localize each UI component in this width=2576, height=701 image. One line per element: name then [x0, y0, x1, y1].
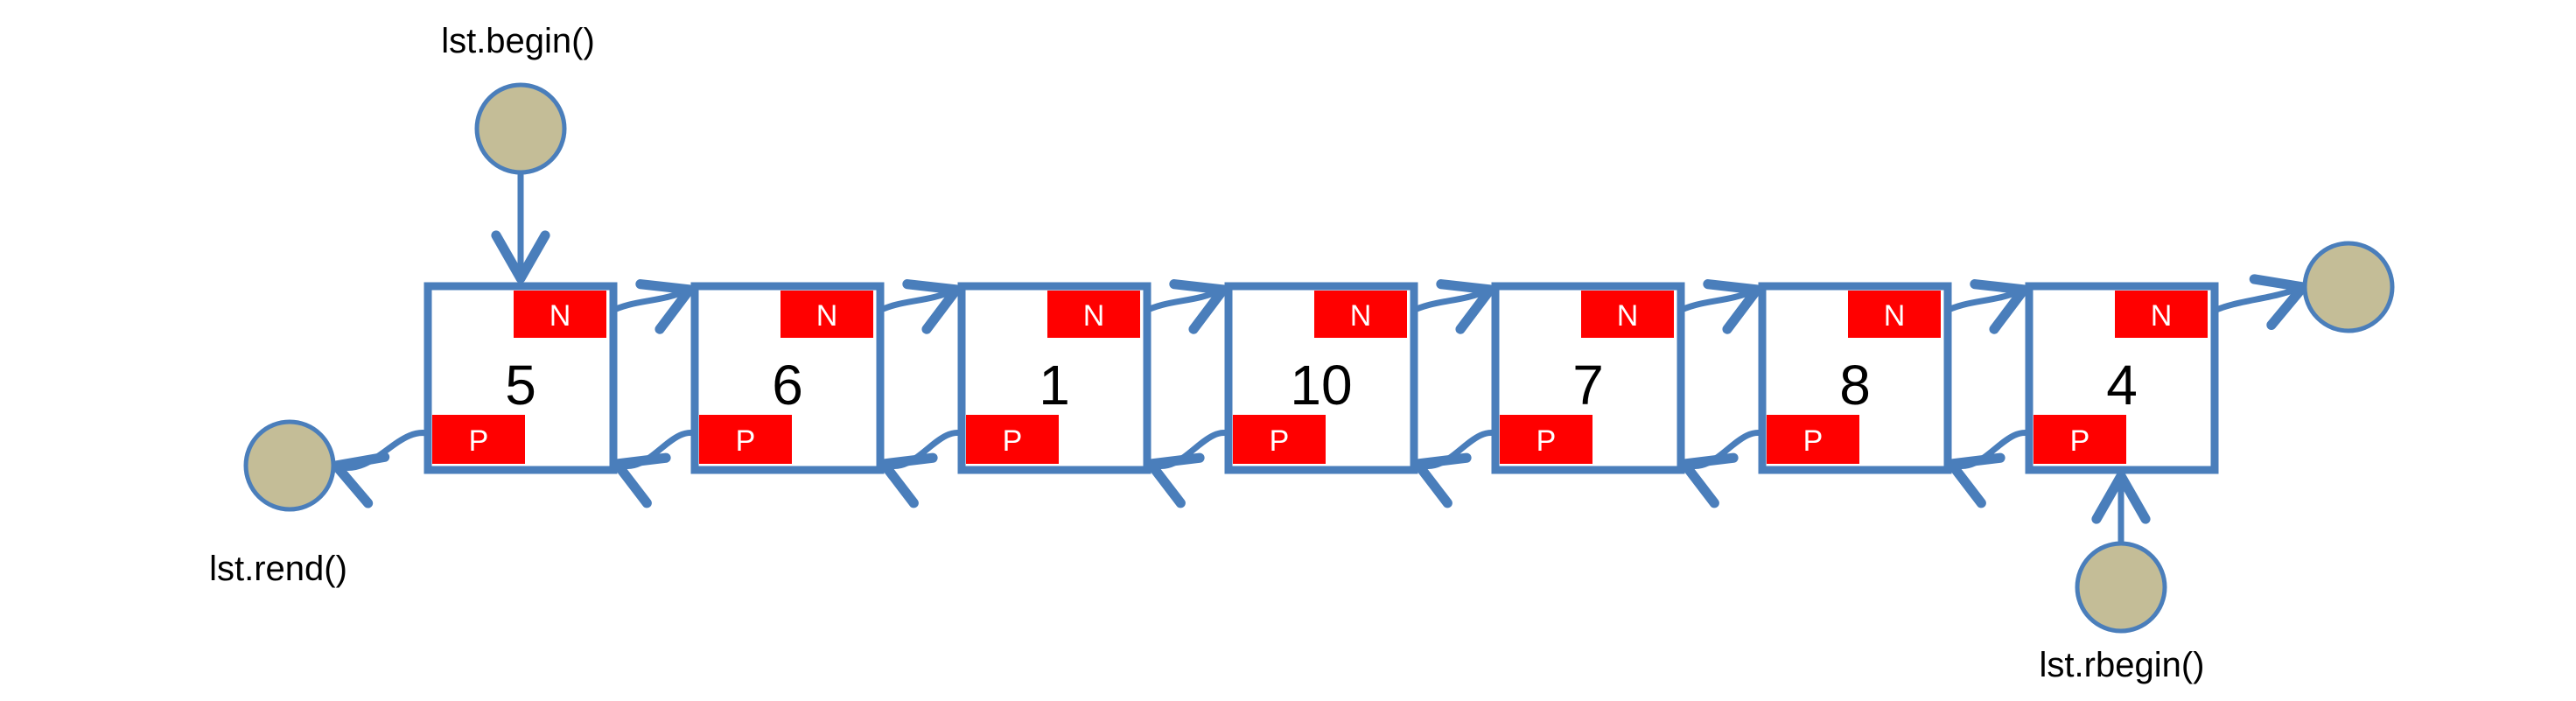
next-pointer-label: N [1350, 299, 1372, 333]
prev-pointer-tag [1500, 415, 1592, 464]
next-pointer-tag [1581, 291, 1674, 338]
prev-link-arrow [331, 430, 437, 508]
next-link-arrow [1405, 279, 1495, 334]
node-value: 10 [1290, 354, 1352, 417]
prev-pointer-tag [966, 415, 1059, 464]
next-pointer-tag [1047, 291, 1140, 338]
next-pointer-label: N [550, 299, 571, 333]
node-value: 6 [772, 354, 803, 417]
rend-label: lst.rend() [209, 550, 347, 588]
node-value: 4 [2106, 354, 2138, 417]
next-pointer-label: N [1083, 299, 1105, 333]
prev-link-arrow [878, 430, 970, 508]
next-pointer-tag [1848, 291, 1941, 338]
list-node: N P7 [1491, 282, 1685, 474]
prev-pointer-label: P [1536, 424, 1557, 458]
node-value: 7 [1572, 354, 1604, 417]
next-pointer-tag [780, 291, 873, 338]
prev-link-arrow [1145, 430, 1237, 508]
prev-pointer-tag [699, 415, 792, 464]
node-value: 1 [1039, 354, 1070, 417]
next-pointer-label: N [816, 299, 838, 333]
rend-iterator-circle [243, 419, 336, 512]
prev-link-arrow [1412, 430, 1504, 508]
next-link-arrow [1939, 279, 2029, 334]
prev-pointer-tag [1233, 415, 1326, 464]
rbegin-iterator-circle [2075, 541, 2167, 634]
next-pointer-tag [514, 291, 606, 338]
prev-link-arrow [1946, 430, 2038, 508]
begin-label: lst.begin() [441, 22, 595, 60]
prev-link-arrow [612, 430, 704, 508]
rbegin-label: lst.rbegin() [2040, 646, 2205, 684]
next-pointer-tag [1314, 291, 1407, 338]
prev-pointer-label: P [736, 424, 756, 458]
prev-pointer-label: P [1803, 424, 1824, 458]
prev-pointer-label: P [2070, 424, 2090, 458]
next-link-arrow [605, 279, 695, 334]
next-link-arrow [872, 279, 962, 334]
prev-link-arrow [1679, 430, 1771, 508]
list-node: N P1 [957, 282, 1152, 474]
next-pointer-tag [2115, 291, 2208, 338]
end-sentinel-circle [2302, 241, 2395, 333]
next-pointer-label: N [1884, 299, 1906, 333]
begin-iterator-circle [474, 82, 567, 175]
list-node: N P10 [1224, 282, 1418, 474]
prev-pointer-tag [432, 415, 525, 464]
list-node: N P4 [2025, 282, 2219, 474]
prev-pointer-label: P [1270, 424, 1290, 458]
prev-pointer-label: P [469, 424, 489, 458]
list-node: N P8 [1758, 282, 1952, 474]
node-value: 8 [1839, 354, 1871, 417]
next-pointer-label: N [1617, 299, 1639, 333]
next-link-arrow [1672, 279, 1762, 334]
next-link-arrow [2206, 274, 2308, 330]
next-link-arrow [1138, 279, 1228, 334]
prev-pointer-tag [2034, 415, 2126, 464]
next-pointer-label: N [2151, 299, 2173, 333]
prev-pointer-tag [1767, 415, 1859, 464]
node-value: 5 [505, 354, 536, 417]
list-node: N P6 [690, 282, 885, 474]
list-node: N P5 [424, 282, 618, 474]
prev-pointer-label: P [1003, 424, 1023, 458]
